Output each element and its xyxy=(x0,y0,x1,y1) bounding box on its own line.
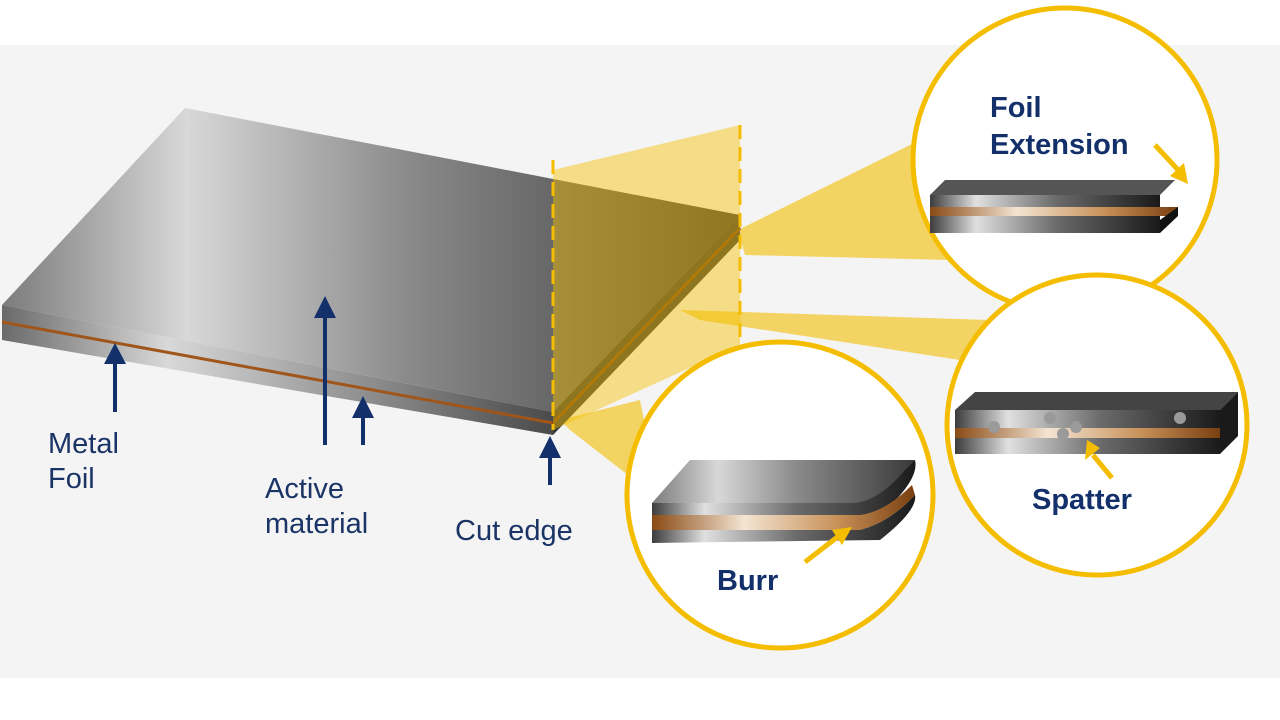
metal-foil-label-line1: Metal xyxy=(48,428,119,460)
active-material-arrow-2 xyxy=(352,396,374,445)
burr-callout xyxy=(624,339,936,651)
burr-title: Burr xyxy=(717,565,779,597)
foil-extension-title-line2: Extension xyxy=(990,129,1129,161)
spatter-callout xyxy=(944,272,1250,578)
active-material-arrow xyxy=(314,296,336,445)
spatter-particles xyxy=(988,412,1186,440)
active-material-label-line1: Active xyxy=(265,473,344,505)
metal-foil-label: Metal Foil xyxy=(48,427,119,497)
electrode-slab xyxy=(1,108,742,435)
cut-edge-label: Cut edge xyxy=(455,515,573,547)
cut-edge-arrow xyxy=(539,436,561,485)
metal-foil-arrow xyxy=(104,343,126,412)
cut-highlight xyxy=(551,125,742,430)
active-material-label-line2: material xyxy=(265,508,369,540)
spatter-title: Spatter xyxy=(1032,484,1132,516)
foil-extension-title-line1: Foil xyxy=(990,92,1042,124)
metal-foil-label-line2: Foil xyxy=(48,463,95,495)
foil-extension-title: Foil Extension xyxy=(990,90,1129,164)
active-material-label: Active material xyxy=(265,472,368,542)
bottom-band xyxy=(0,678,1280,720)
foil-extension-callout xyxy=(910,5,1220,315)
